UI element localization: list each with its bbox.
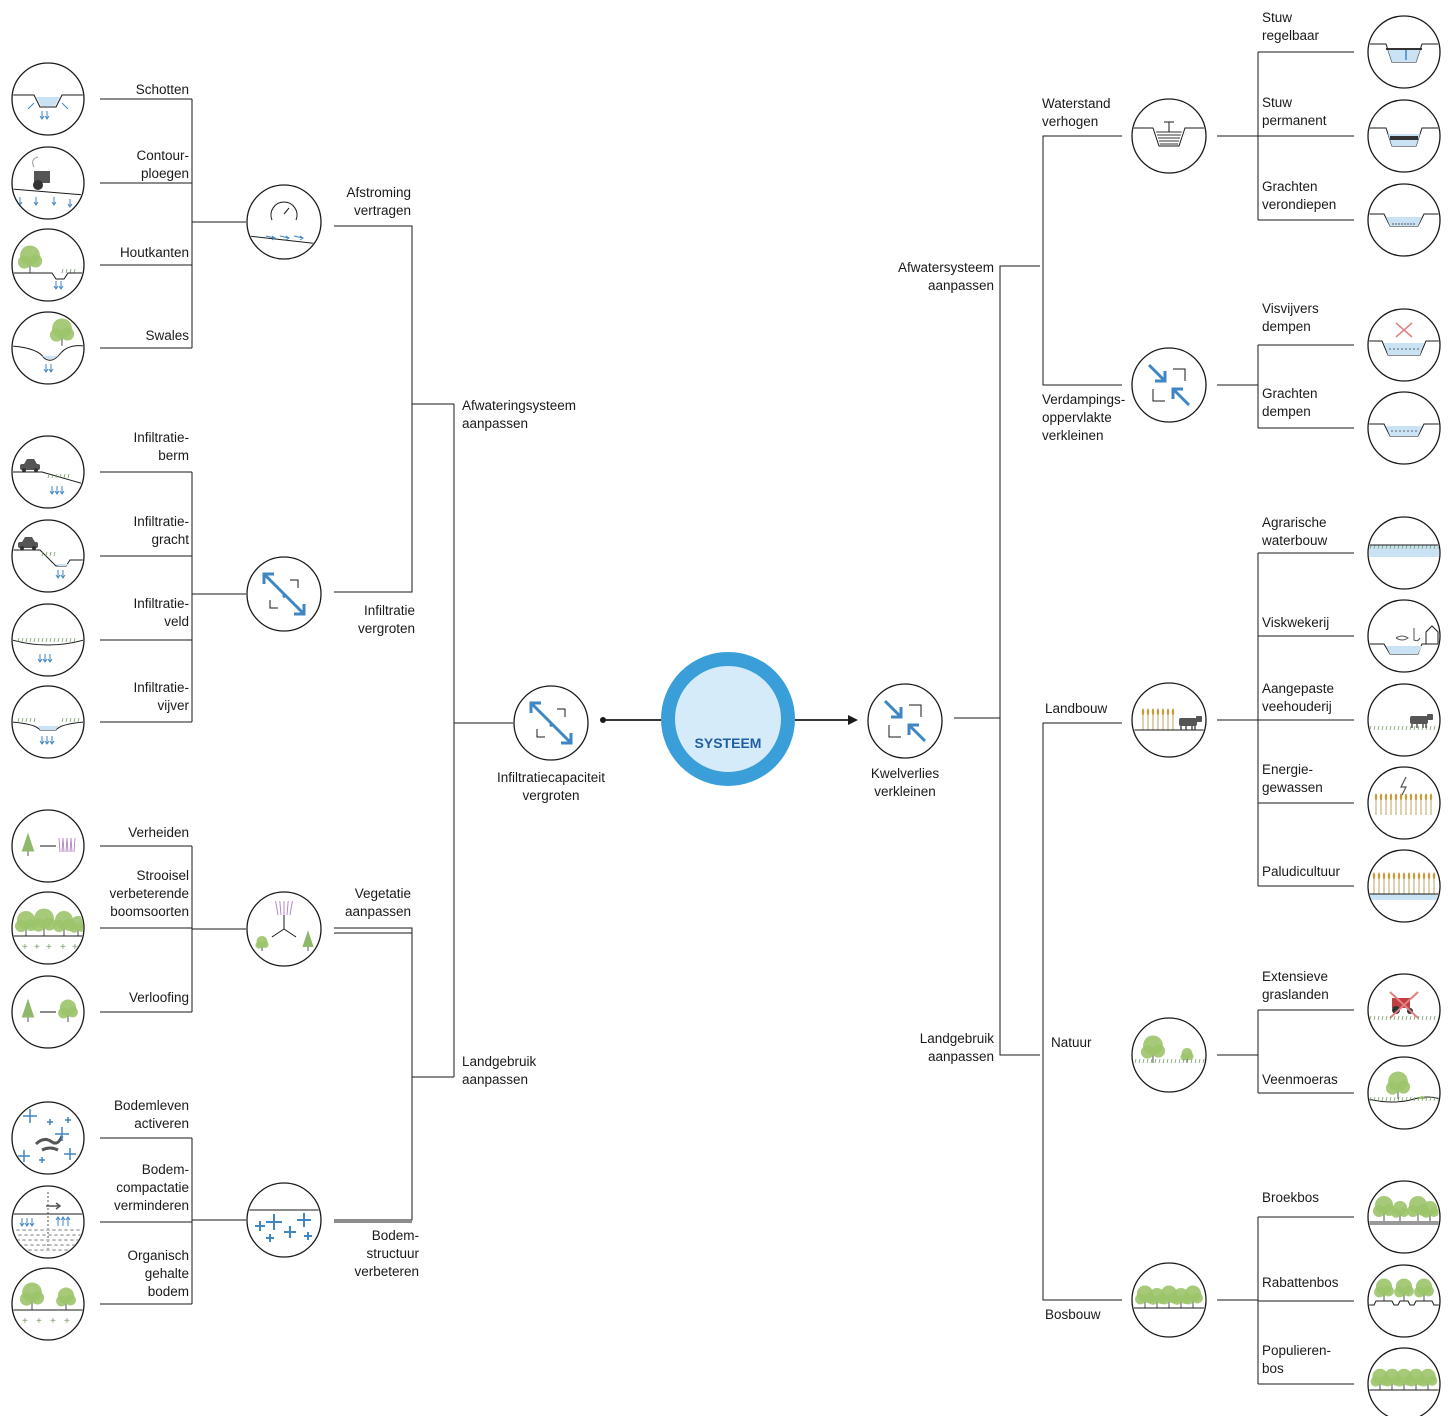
right-leaf-label-12: Broekbos	[1262, 1190, 1319, 1205]
nature-trees-icon	[1131, 1017, 1207, 1093]
no-tractor-icon	[1367, 973, 1441, 1047]
systeem-center	[661, 652, 795, 786]
fill-fishpond-icon	[1367, 308, 1441, 382]
left-leaf-label-5: Infiltratie-gracht	[133, 514, 189, 547]
left-leaf-label-3: Swales	[145, 328, 189, 343]
soil-structure-icon	[246, 1182, 322, 1258]
ditch-dams-icon	[11, 62, 85, 136]
hedgerow-icon	[11, 228, 85, 302]
livestock-icon	[1367, 683, 1441, 757]
svg-text:+: +	[50, 1316, 56, 1327]
speedometer-icon	[246, 184, 322, 260]
right-leaf-label-8: Energie-gewassen	[1262, 762, 1323, 795]
permanent-weir-icon	[1367, 99, 1441, 173]
svg-text:+: +	[36, 1316, 42, 1327]
fish-farm-icon	[1367, 599, 1441, 673]
trees-organic-soil-icon: + + + +	[11, 1267, 85, 1341]
soil-compaction-icon	[11, 1185, 85, 1259]
tree-to-heather-icon	[11, 809, 85, 883]
conifer-to-broadleaf-icon	[11, 975, 85, 1049]
left-leaf-label-1: Contour-ploegen	[136, 148, 189, 181]
svg-text:+: +	[46, 942, 52, 953]
right-leaf-label-6: Viskwekerij	[1262, 615, 1329, 630]
infiltration-expand-icon	[246, 556, 322, 632]
systeem-label: SYSTEEM	[695, 735, 762, 751]
left-leaf-label-7: Infiltratie-vijver	[133, 680, 189, 713]
svg-text:+: +	[64, 1316, 70, 1327]
right-leaf-label-11: Veenmoeras	[1262, 1072, 1338, 1087]
vegetation-change-icon	[246, 891, 322, 967]
infiltration-expand-icon	[513, 685, 589, 761]
poplar-forest-icon	[1367, 1347, 1441, 1416]
fill-ditch-icon	[1367, 391, 1441, 465]
wet-forest-icon	[1367, 1180, 1441, 1254]
paludiculture-icon	[1367, 849, 1441, 923]
broadleaf-trees-icon: + + + + +	[11, 891, 85, 965]
infiltration-pond-icon	[11, 685, 85, 759]
car-ditch-icon	[11, 519, 85, 593]
svg-text:+: +	[34, 942, 40, 953]
water-level-icon	[1131, 98, 1207, 174]
svg-text:+: +	[22, 942, 28, 953]
adjustable-weir-icon	[1367, 15, 1441, 89]
seepage-reduce-icon	[867, 683, 943, 759]
left-leaf-label-4: Infiltratie-berm	[133, 430, 189, 463]
right-leaf-label-9: Paludicultuur	[1262, 864, 1341, 879]
forest-icon	[1131, 1262, 1207, 1338]
right-leaf-label-13: Rabattenbos	[1262, 1275, 1339, 1290]
cow-reeds-icon	[1131, 682, 1207, 758]
svg-text:+: +	[22, 1316, 28, 1327]
evaporation-shrink-icon	[1131, 347, 1207, 423]
left-leaf-label-6: Infiltratie-veld	[133, 596, 189, 629]
right-subgroup-label-4: Bosbouw	[1045, 1307, 1101, 1322]
energy-crops-icon	[1367, 766, 1441, 840]
right-leaf-label-14: Populieren-bos	[1262, 1343, 1331, 1376]
icon-nodes: + + + + + + + + +	[11, 15, 1441, 1416]
agri-water-icon	[1367, 516, 1441, 590]
right-subgroup-label-2: Landbouw	[1045, 701, 1108, 716]
svg-text:+: +	[60, 942, 66, 953]
tractor-plowing-icon	[11, 146, 85, 220]
left-leaf-label-0: Schotten	[136, 82, 189, 97]
car-berm-icon	[11, 435, 85, 509]
infiltration-field-icon	[11, 603, 85, 677]
left-leaf-label-2: Houtkanten	[120, 245, 189, 260]
ridge-forest-icon	[1367, 1264, 1441, 1338]
left-leaf-label-8: Verheiden	[128, 825, 189, 840]
right-subgroup-label-3: Natuur	[1051, 1035, 1092, 1050]
left-leaf-label-10: Verloofing	[129, 990, 189, 1005]
labels: SchottenContour-ploegenHoutkantenSwalesI…	[109, 10, 1340, 1376]
peat-bog-icon	[1367, 1056, 1441, 1130]
connector-lines	[100, 51, 1354, 1385]
shallow-ditch-icon	[1367, 183, 1441, 257]
swale-icon	[11, 311, 85, 385]
svg-text:+: +	[72, 942, 78, 953]
worm-icon	[11, 1101, 85, 1175]
